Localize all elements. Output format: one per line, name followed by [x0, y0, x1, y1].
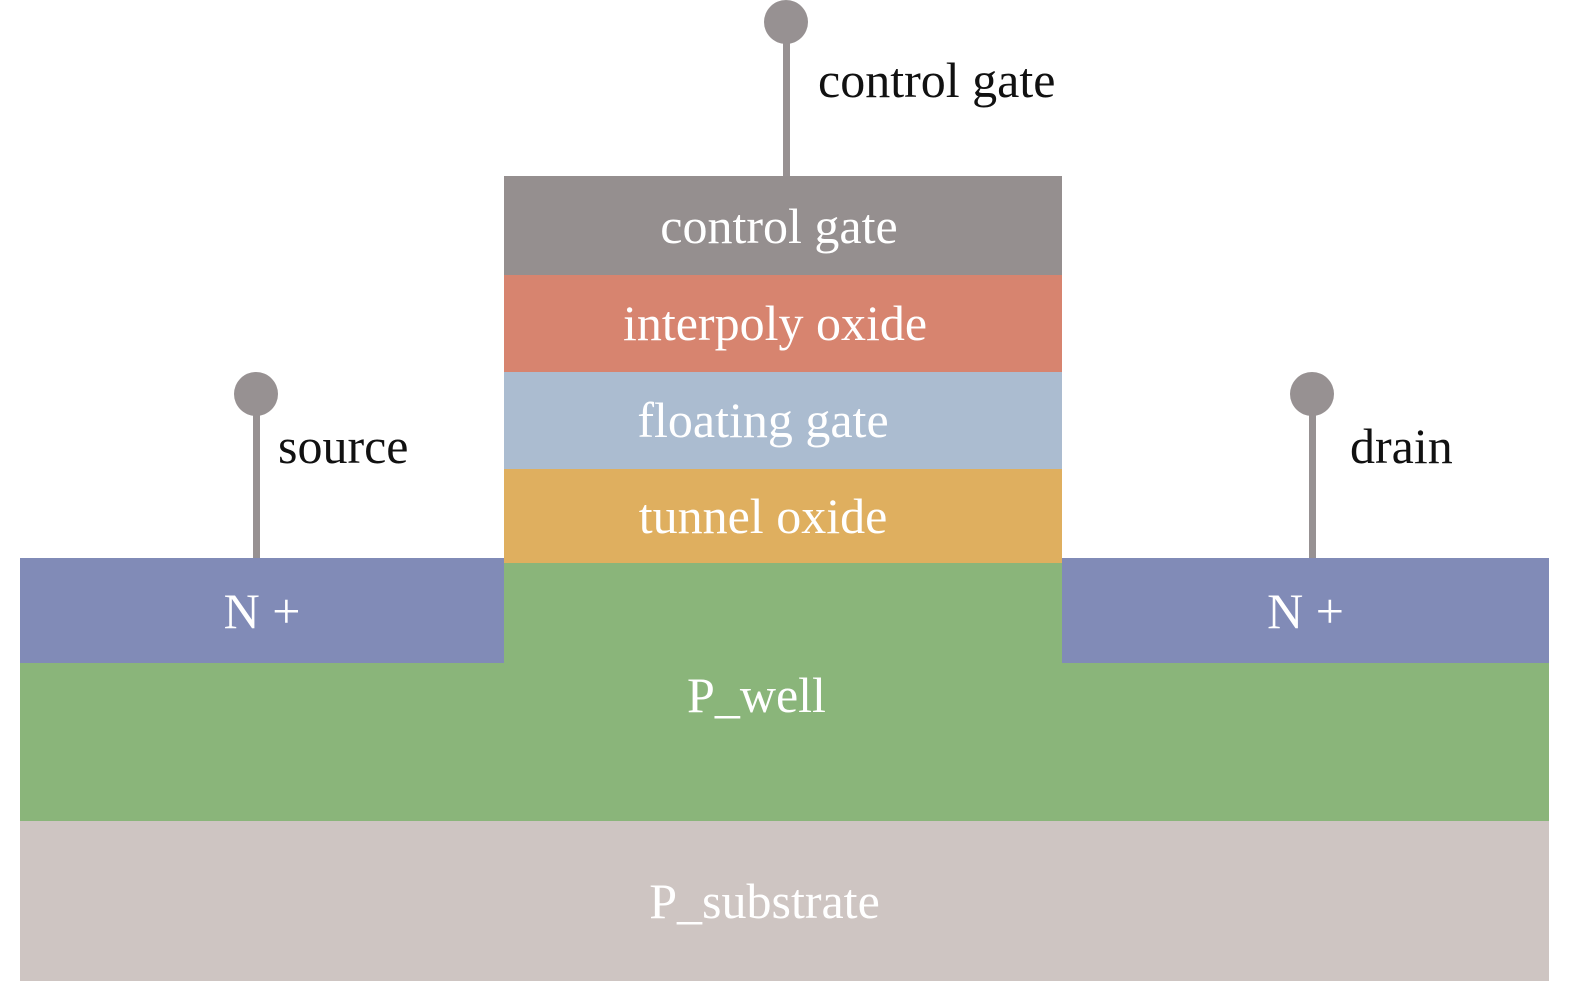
interpoly-oxide-layer: interpoly oxide [504, 274, 1062, 372]
drain-terminal-stem [1309, 394, 1316, 560]
drain-terminal-head [1290, 372, 1334, 416]
source-terminal-label: source [278, 418, 409, 474]
n-plus-drain-label: N + [1267, 582, 1344, 639]
control-gate-layer: control gate [504, 176, 1062, 275]
n-plus-source-label: N + [223, 582, 301, 639]
p-substrate-layer: P_substrate [20, 820, 1549, 981]
floating-gate-layer: floating gate [504, 371, 1062, 469]
n-plus-drain-region: N + [1062, 558, 1549, 663]
tunnel-oxide-label: tunnel oxide [638, 487, 888, 544]
n-plus-source-region: N + [20, 558, 504, 663]
tunnel-oxide-layer: tunnel oxide [504, 468, 1062, 563]
p-well-layer: P_well [20, 662, 1549, 821]
p-well-channel-region [504, 560, 1062, 664]
source-terminal-stem [253, 394, 260, 560]
control-gate-terminal-label: control gate [818, 52, 1056, 108]
p-substrate-label: P_substrate [649, 872, 880, 929]
control-gate-terminal-head [764, 0, 808, 44]
drain-terminal-label: drain [1350, 418, 1453, 474]
p-well-label: P_well [687, 667, 826, 723]
control-gate-layer-label: control gate [660, 197, 898, 254]
interpoly-oxide-label: interpoly oxide [622, 295, 928, 351]
floating-gate-label: floating gate [637, 392, 889, 448]
control-gate-terminal-stem [783, 22, 790, 178]
source-terminal-head [234, 372, 278, 416]
